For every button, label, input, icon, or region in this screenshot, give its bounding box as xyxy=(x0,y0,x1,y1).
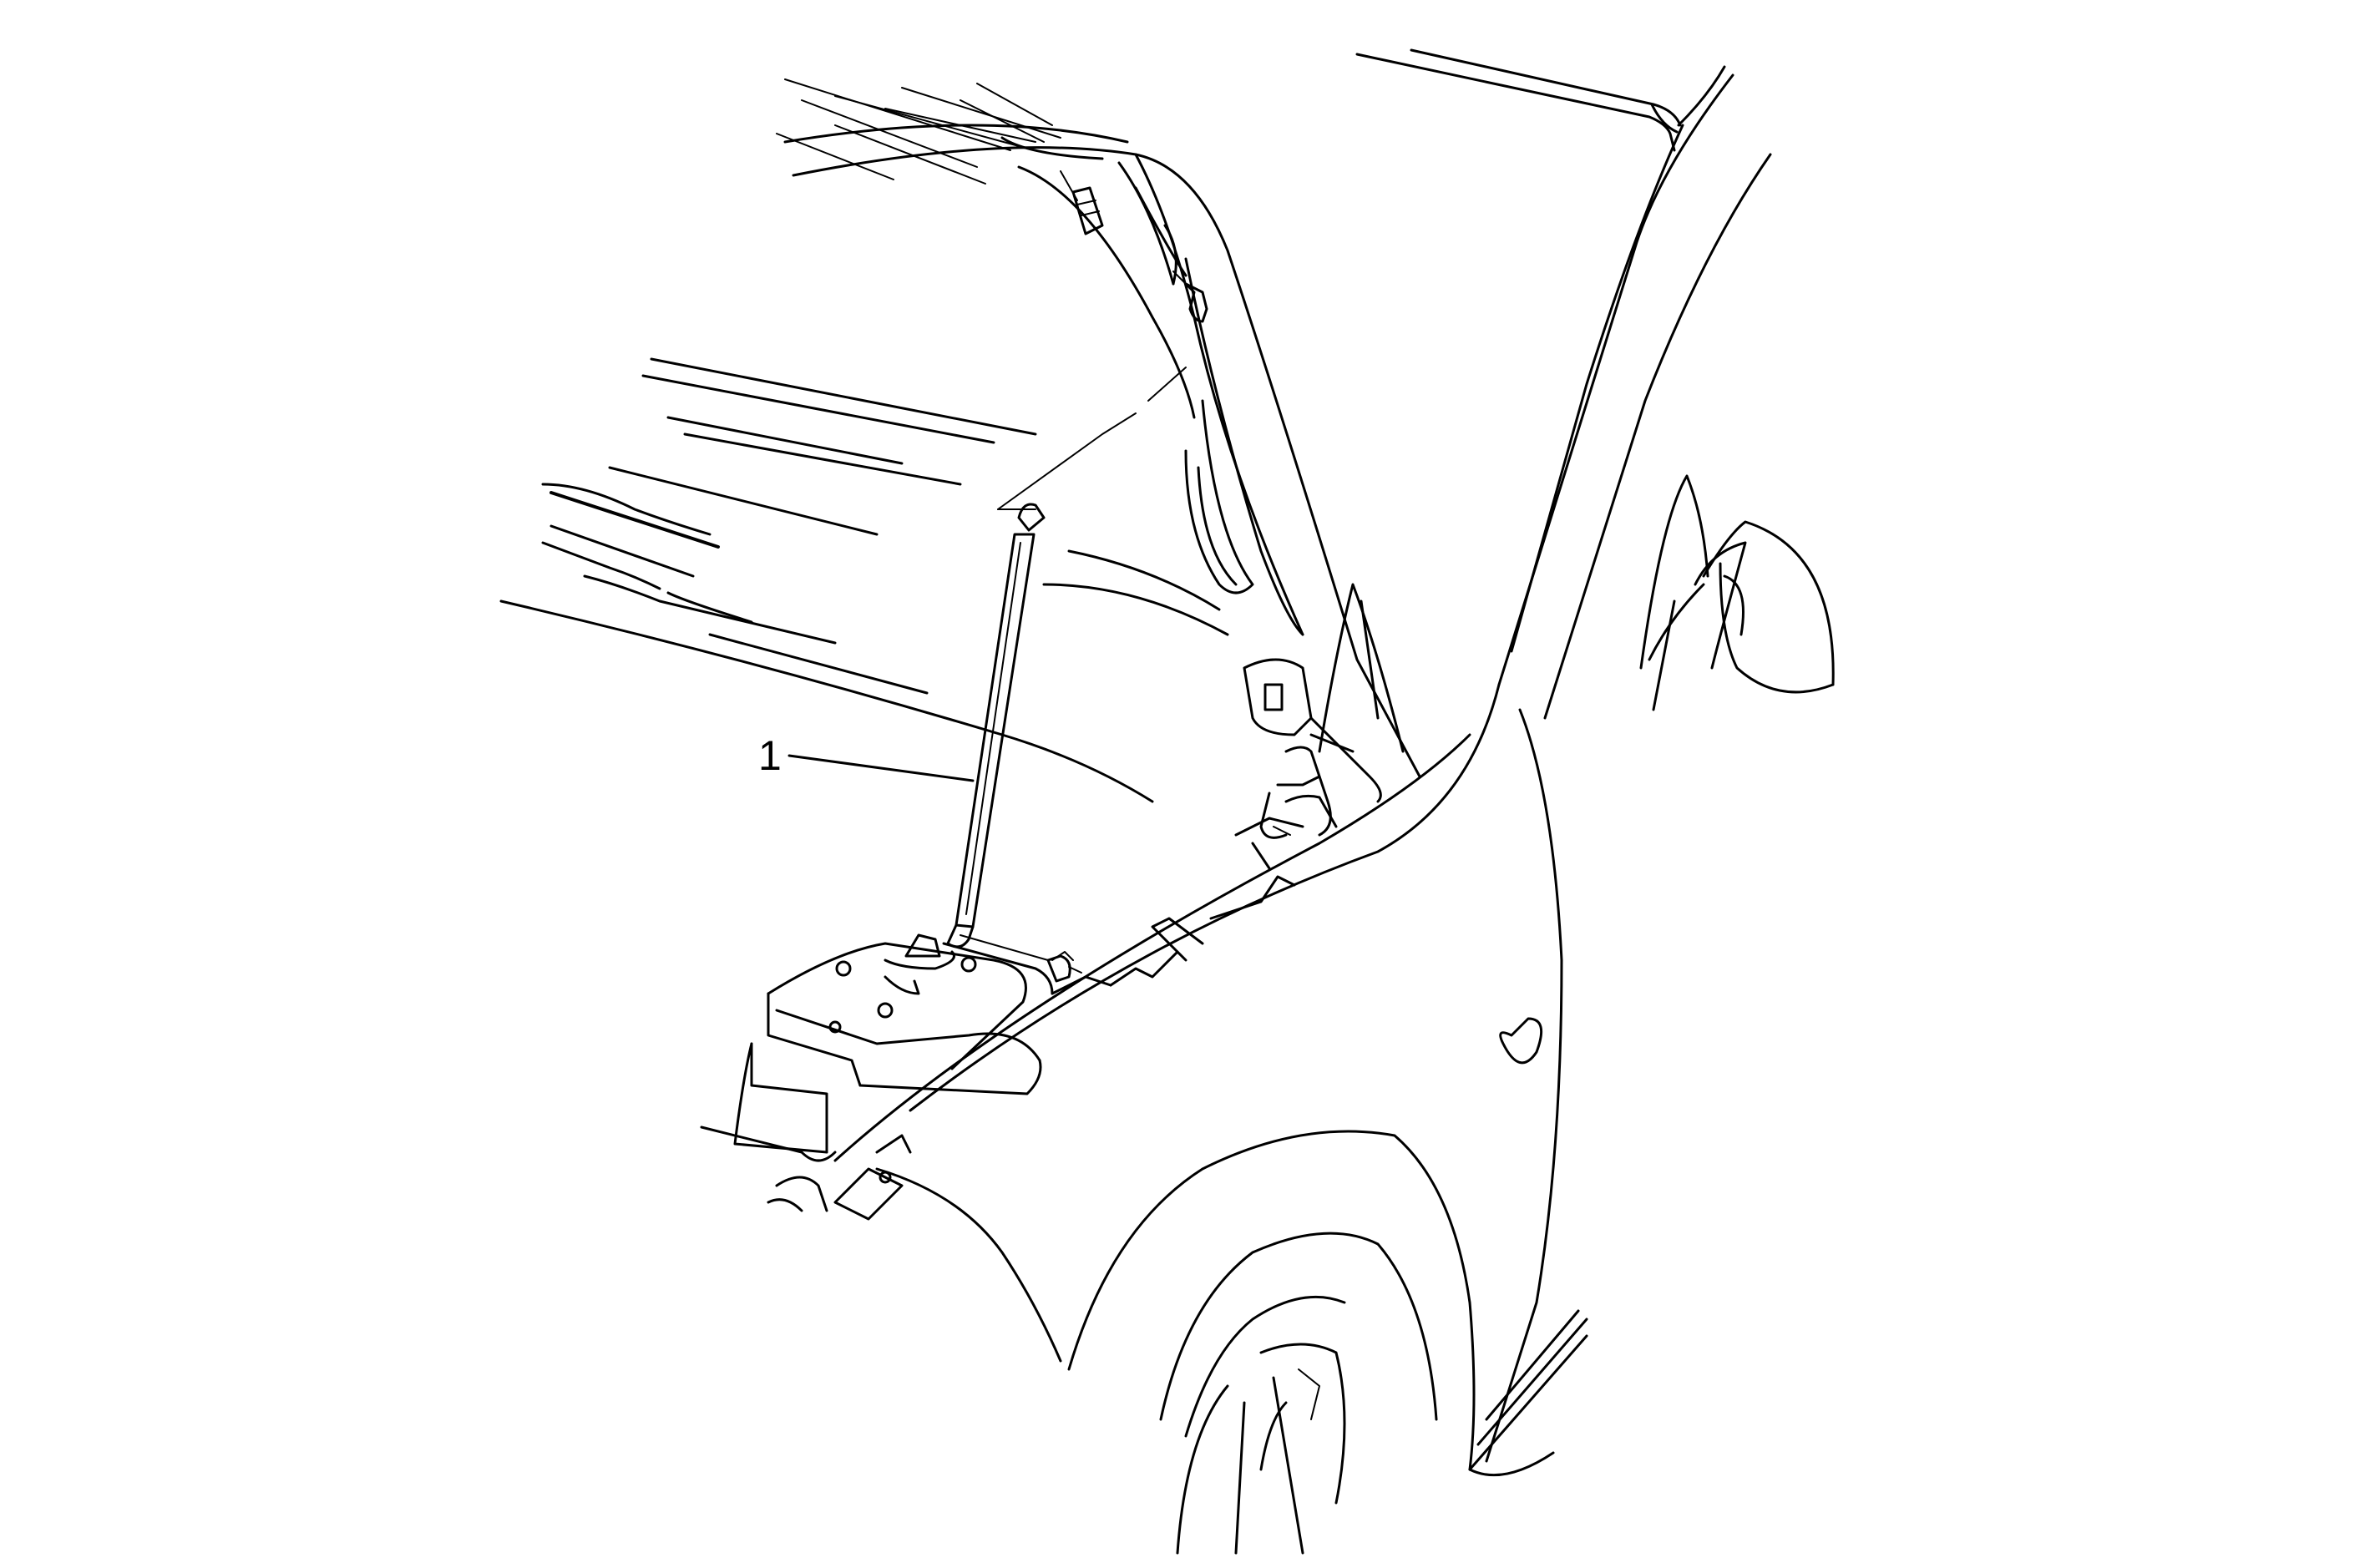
lower-ball-stud xyxy=(1046,954,1082,983)
side-mirror xyxy=(1639,474,1835,711)
hood-bumper xyxy=(1071,186,1104,235)
hood-strut xyxy=(946,503,1046,948)
callout-1: 1 xyxy=(758,732,975,782)
raised-hood xyxy=(783,124,1421,778)
hood-hinge xyxy=(1243,658,1382,836)
strut-alignment-lines xyxy=(960,367,1187,961)
callout-leader-1 xyxy=(787,754,975,782)
engine-bay xyxy=(700,746,1332,1221)
upper-ball-stud xyxy=(1172,271,1208,323)
windshield-frame xyxy=(1355,48,1772,720)
callout-label-1: 1 xyxy=(758,732,782,779)
front-fender xyxy=(833,683,1588,1555)
hood-surface-lines xyxy=(499,78,1229,803)
